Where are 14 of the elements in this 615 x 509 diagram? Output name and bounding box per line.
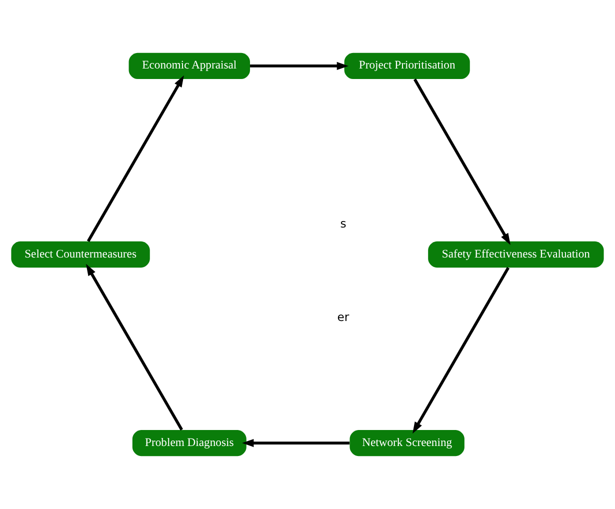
node-box: Safety Effectiveness Evaluation (428, 241, 604, 268)
arrow (412, 267, 510, 434)
label: s (340, 216, 346, 230)
node-box: Economic Appraisal (128, 52, 250, 80)
node-box: Network Screening (350, 430, 464, 456)
node-box: Select Countermeasures (11, 241, 150, 268)
arrow (86, 75, 184, 242)
arrow (242, 438, 350, 448)
arrow (413, 78, 510, 246)
node-box: Problem Diagnosis (132, 430, 246, 456)
arrow (86, 264, 183, 430)
arrow (250, 62, 349, 70)
node-box: Project Prioritisation (344, 52, 470, 80)
label: er (337, 310, 350, 324)
